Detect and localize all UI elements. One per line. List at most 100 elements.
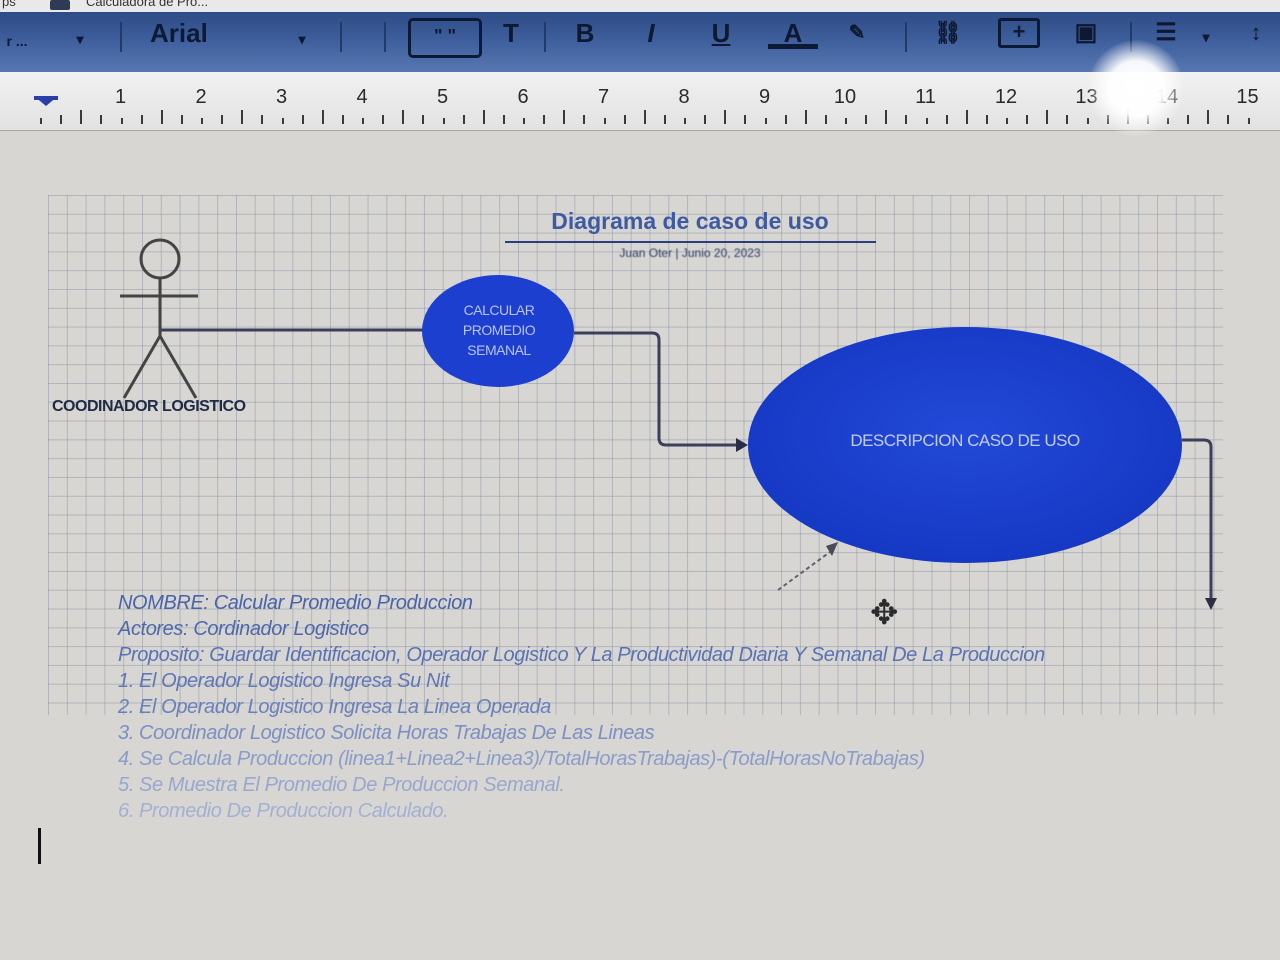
ruler-tick (1207, 110, 1210, 124)
ruler-number: 1 (114, 86, 127, 108)
insert-comment-icon[interactable]: + (998, 18, 1040, 48)
dashed-include-line (777, 551, 831, 591)
ruler-tick (804, 110, 807, 124)
ruler-tick (402, 110, 405, 124)
ruler-number: 15 (1236, 86, 1259, 108)
toolbar-divider (120, 22, 122, 52)
ruler-tick (744, 115, 747, 124)
ruler-tick (1086, 118, 1089, 124)
ruler-number: 11 (915, 86, 936, 108)
dashed-arrowhead-icon (826, 542, 838, 556)
insert-link-icon[interactable]: ⛓ (934, 20, 962, 45)
text-cursor (38, 828, 41, 864)
ruler-tick (885, 110, 888, 124)
favicon-icon (50, 0, 70, 10)
use-case-1-label: CALCULAR PROMEDIO SEMANAL (424, 300, 574, 360)
font-dropdown-icon[interactable]: ▾ (298, 31, 306, 47)
ruler-tick (442, 118, 445, 124)
description-line: 4. Se Calcula Produccion (linea1+Linea2+… (118, 748, 925, 770)
toolbar-divider (1130, 22, 1132, 52)
toolbar-divider (340, 22, 342, 52)
insert-image-icon[interactable]: ▣ (1074, 19, 1098, 46)
first-line-indent-marker[interactable] (34, 96, 58, 106)
toolbar-divider (905, 22, 907, 52)
ruler-tick (482, 110, 485, 124)
line-spacing-icon[interactable]: ↕ (1250, 20, 1262, 45)
ruler-tick (1046, 110, 1049, 124)
ruler-number: 4 (356, 86, 368, 108)
ruler-number: 12 (994, 86, 1018, 108)
ruler-tick (824, 115, 827, 124)
description-line: 2. El Operador Logistico Ingresa La Line… (118, 696, 551, 718)
ruler-tick (1227, 115, 1230, 124)
italic-button[interactable]: I (647, 18, 655, 48)
ruler-tick (1026, 115, 1029, 124)
move-cursor-icon: ✥ (870, 594, 899, 632)
ruler-tick (563, 110, 566, 124)
ruler-tick (1066, 115, 1069, 124)
ruler-tick (180, 115, 183, 124)
ruler-number: 2 (195, 86, 207, 108)
browser-tab-title[interactable]: Calculadora de Pro... (86, 0, 209, 9)
ruler-tick (643, 110, 646, 124)
highlight-pen-icon[interactable]: ✎ (848, 22, 866, 44)
connector-line (574, 331, 736, 447)
use-case-1-line: PROMEDIO (462, 322, 536, 338)
ruler-tick (341, 115, 344, 124)
font-name-select[interactable]: Arial (150, 18, 208, 48)
ruler-tick (40, 118, 42, 124)
use-case-description[interactable]: NOMBRE: Calcular Promedio Produccion Act… (118, 590, 1218, 824)
ruler-number: 5 (436, 86, 449, 108)
toolbar-divider (384, 22, 386, 52)
font-size-box[interactable]: " " (408, 18, 482, 58)
ruler-tick (543, 115, 546, 124)
menu-overflow-button[interactable]: r ... (6, 33, 28, 49)
ruler-tick (583, 115, 586, 124)
ruler-tick (321, 110, 324, 124)
use-case-calcular-promedio (422, 275, 574, 387)
description-line: 3. Coordinador Logistico Solicita Horas … (118, 722, 655, 744)
ruler-tick (362, 118, 364, 124)
ruler-tick (382, 115, 385, 124)
apps-label[interactable]: ps (2, 0, 16, 9)
ruler-number: 10 (833, 86, 857, 108)
description-line: Actores: Cordinador Logistico (118, 618, 369, 640)
screen-glare (1088, 40, 1184, 136)
increase-size-button[interactable]: T (503, 18, 519, 48)
ruler-tick (120, 118, 123, 124)
ruler-tick (623, 115, 626, 124)
bold-button[interactable]: B (575, 18, 595, 48)
ruler-tick (724, 110, 727, 124)
ruler-tick (865, 115, 868, 124)
diagram-title: Diagrama de caso de uso (551, 208, 829, 234)
text-color-button[interactable]: A (768, 18, 818, 49)
use-case-1-line: CALCULAR (463, 302, 535, 318)
description-line: 6. Promedio De Produccion Calculado. (118, 800, 449, 822)
underline-button[interactable]: U (711, 18, 731, 48)
ruler-tick (261, 115, 264, 124)
ruler-tick (905, 115, 908, 124)
ruler-tick (523, 118, 525, 124)
ruler-number: 7 (597, 86, 610, 108)
align-left-icon[interactable]: ☰ (1155, 19, 1177, 46)
actor-label: COODINADOR LOGISTICO (52, 398, 246, 415)
ruler-tick (1247, 118, 1250, 124)
ruler-tick (140, 115, 143, 124)
ruler-tick (663, 115, 666, 124)
ruler-tick (704, 115, 707, 124)
zoom-dropdown-icon[interactable]: ▾ (76, 31, 84, 47)
document-ruler[interactable]: 123456789101112131415 (0, 72, 1280, 131)
diagram-subtitle: Juan Oter | Junio 20, 2023 (619, 246, 761, 260)
description-line: 5. Se Muestra El Promedio De Produccion … (118, 774, 565, 796)
use-case-1-line: SEMANAL (467, 342, 531, 358)
align-dropdown-icon[interactable]: ▾ (1202, 29, 1210, 45)
ruler-tick (1187, 115, 1190, 124)
left-indent-marker[interactable] (34, 96, 58, 100)
formatting-toolbar: r ... ▾ Arial ▾ " " T B I U A ✎ ⛓ + ▣ ☰ … (0, 12, 1280, 72)
ruler-tick (301, 115, 304, 124)
ruler-tick (60, 115, 63, 124)
ruler-tick (1006, 118, 1008, 124)
ruler-number: 3 (275, 86, 288, 108)
ruler-tick (160, 110, 163, 124)
